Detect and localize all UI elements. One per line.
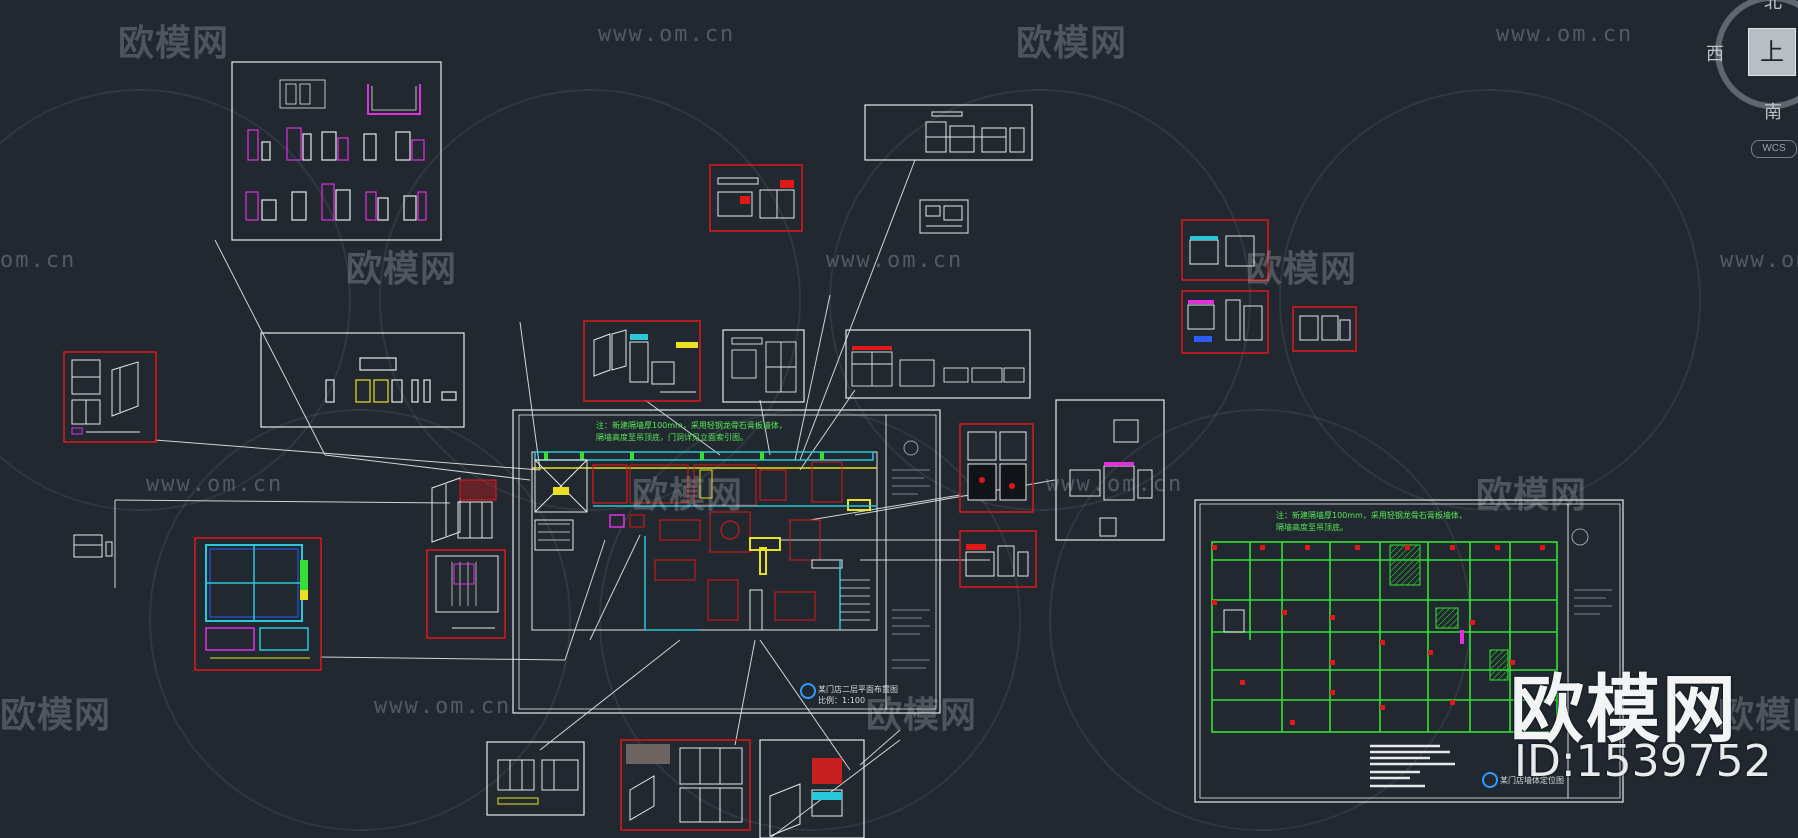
detail-sheet-bottom-white-b[interactable] <box>759 739 865 838</box>
main-sheet-note-line-1: 注：新建隔墙厚100mm，采用轻钢龙骨石膏板墙体， <box>596 421 787 430</box>
detail-small-thumb[interactable] <box>919 199 969 234</box>
watermark-url: www.om.cn <box>146 472 284 497</box>
detail-sheet-red-f[interactable] <box>1181 290 1269 354</box>
right-sheet-note-line-1: 注：新建隔墙厚100mm，采用轻钢龙骨石膏板墙体， <box>1276 511 1467 520</box>
watermark-circles <box>0 89 1701 831</box>
detail-sheet-stair[interactable] <box>426 549 506 639</box>
detail-sheet-bottom-white-a[interactable] <box>486 741 585 816</box>
view-cube-top-face[interactable]: 上 <box>1748 28 1796 76</box>
watermark-id: ID:1539752 <box>1514 736 1772 787</box>
watermark-logo-partial: 欧模网 <box>0 695 112 736</box>
detail-sheet-components[interactable] <box>231 61 442 241</box>
detail-sheet-white-d[interactable] <box>1055 399 1165 541</box>
main-floor-plan-sheet[interactable] <box>512 409 941 714</box>
watermark-logo: 欧模网 <box>118 23 230 64</box>
cabinet-isometric-left[interactable] <box>431 477 497 543</box>
watermark-logo: 欧模网 <box>632 475 744 516</box>
detail-sheet-red-e[interactable] <box>1181 219 1269 281</box>
detail-sheet-red-b[interactable] <box>709 164 803 232</box>
watermark-brand-logo: 欧模网 <box>1510 667 1738 753</box>
detail-sheet-elevations-a[interactable] <box>260 332 465 428</box>
main-sheet-note-line-2: 隔墙高度至吊顶底，门洞详见立面索引图。 <box>596 433 748 442</box>
view-cube-west[interactable]: 西 <box>1706 44 1724 65</box>
leader-lines <box>114 159 1056 838</box>
watermark-url: www.om.cn <box>374 694 512 719</box>
watermark-logo: 欧模网 <box>866 695 978 736</box>
watermark-logo-partial: 欧模网 <box>1718 695 1798 736</box>
detail-sheet-white-c[interactable] <box>845 329 1031 399</box>
detail-sheet-red-g[interactable] <box>1292 306 1357 352</box>
main-sheet-title: 某门店二层平面布置图 <box>818 685 898 694</box>
watermark-url-partial: om.cn <box>0 248 77 273</box>
watermark-logo: 欧模网 <box>1246 249 1358 290</box>
right-sheet-title: 某门店墙体定位图 <box>1500 776 1564 785</box>
watermark-logo: 欧模网 <box>1476 475 1588 516</box>
main-sheet-scale: 比例：1:100 <box>818 696 866 705</box>
view-cube-south[interactable]: 南 <box>1764 102 1782 123</box>
watermark-url: www.om.cn <box>1046 472 1184 497</box>
view-cube-north[interactable]: 北 <box>1764 0 1782 13</box>
wcs-menu-button[interactable]: WCS <box>1751 140 1797 158</box>
watermark-url: www.om.cn <box>598 22 736 47</box>
detail-sheet-white-top[interactable] <box>864 104 1033 161</box>
watermark-logo: 欧模网 <box>1016 23 1128 64</box>
detail-sheet-red-c[interactable] <box>959 423 1034 513</box>
detail-sheet-red-left[interactable] <box>63 351 157 443</box>
detail-sheet-red-d[interactable] <box>959 530 1037 588</box>
right-sheet-note-line-2: 隔墙高度至吊顶底。 <box>1276 523 1348 532</box>
watermark-url: www.om.cn <box>1720 248 1798 273</box>
detail-sheet-bottom-red[interactable] <box>620 739 751 831</box>
view-cube-ring[interactable] <box>1715 0 1798 109</box>
detail-sheet-red-a[interactable] <box>583 320 701 402</box>
watermark-url: www.om.cn <box>826 248 964 273</box>
watermark-url: www.om.cn <box>1496 22 1634 47</box>
watermark-logo: 欧模网 <box>346 249 458 290</box>
right-wall-plan-sheet[interactable] <box>1194 499 1624 803</box>
detail-small-icon[interactable] <box>73 534 113 558</box>
detail-sheet-lower-left[interactable] <box>194 537 322 671</box>
detail-sheet-white-b[interactable] <box>722 329 805 403</box>
